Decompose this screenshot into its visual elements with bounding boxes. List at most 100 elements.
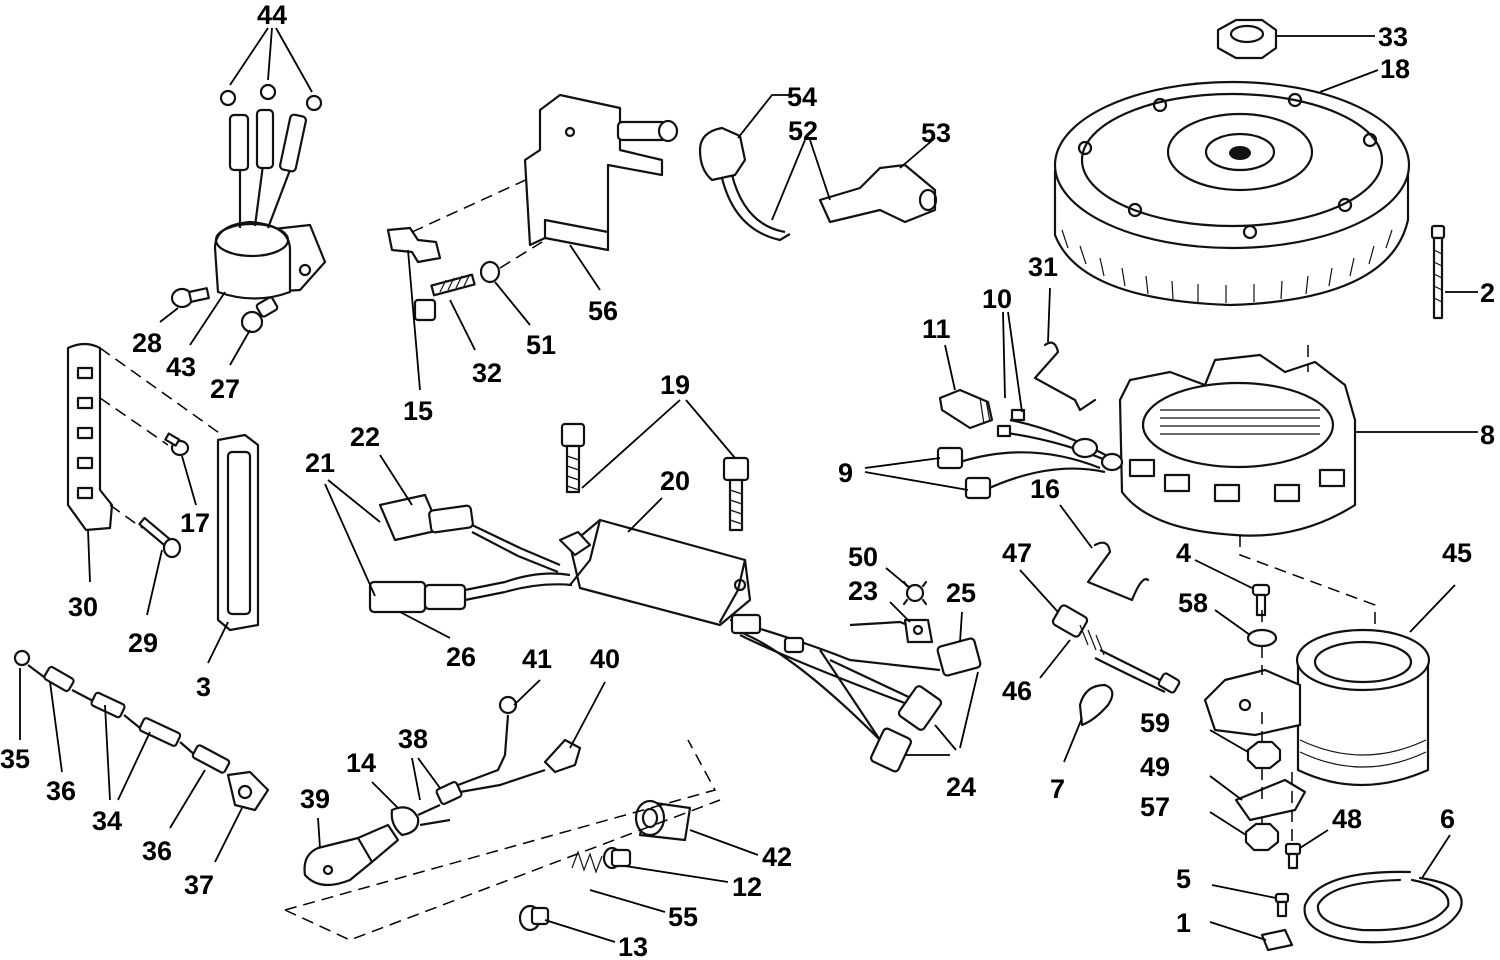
callout-26: 26	[446, 642, 476, 672]
callout-29: 29	[128, 628, 158, 658]
part-clamp-7	[1078, 683, 1114, 727]
part-screw-17	[164, 432, 190, 457]
callout-10: 10	[982, 284, 1012, 314]
callout-50: 50	[848, 542, 878, 572]
part-ring-6	[1303, 870, 1463, 944]
callout-7: 7	[1050, 774, 1065, 804]
leader-lines	[19, 27, 1478, 943]
part-clip-1	[1260, 928, 1294, 952]
callout-47: 47	[1002, 538, 1032, 568]
part-grommet-11	[938, 388, 994, 430]
part-screw-13	[518, 904, 550, 932]
callout-25: 25	[946, 578, 976, 608]
callout-27: 27	[210, 374, 240, 404]
callout-5: 5	[1176, 864, 1191, 894]
callout-58: 58	[1178, 588, 1208, 618]
callout-32: 32	[472, 358, 502, 388]
callout-15: 15	[403, 396, 433, 426]
callout-3: 3	[196, 672, 211, 702]
callout-9: 9	[838, 458, 853, 488]
callout-17: 17	[180, 508, 210, 538]
callout-8: 8	[1480, 420, 1495, 450]
callout-12: 12	[732, 872, 762, 902]
callout-49: 49	[1140, 752, 1170, 782]
part-screw-5	[1274, 892, 1290, 918]
part-coil-56	[523, 93, 679, 252]
callout-21: 21	[305, 448, 335, 478]
callout-34: 34	[92, 806, 122, 836]
callout-19: 19	[660, 370, 690, 400]
callout-11: 11	[922, 314, 951, 344]
part-nut-57	[1244, 822, 1280, 852]
part-powerpack-20	[558, 518, 752, 627]
callout-42: 42	[762, 842, 792, 872]
part-boot-54	[698, 126, 791, 242]
callout-56: 56	[588, 296, 618, 326]
callout-39: 39	[300, 784, 330, 814]
part-leads-24	[729, 613, 982, 773]
part-terminal-23	[903, 618, 934, 644]
callout-53: 53	[921, 118, 951, 148]
part-plunger-12	[602, 846, 632, 870]
callout-51: 51	[526, 330, 556, 360]
part-bushing-42	[634, 799, 692, 842]
callout-23: 23	[848, 576, 878, 606]
part-plate-49	[1234, 778, 1307, 822]
part-wire-34	[13, 649, 270, 812]
part-sensor-45	[1203, 628, 1431, 787]
callout-59: 59	[1140, 708, 1170, 738]
callout-57: 57	[1140, 792, 1170, 822]
callout-48: 48	[1332, 804, 1362, 834]
callout-44: 44	[257, 0, 287, 30]
callout-55: 55	[668, 902, 698, 932]
part-screw-4	[1251, 583, 1271, 617]
callout-4: 4	[1176, 538, 1191, 568]
part-washer-51	[479, 260, 501, 284]
part-leads-20	[504, 546, 573, 594]
callout-35: 35	[0, 744, 30, 774]
part-nut-59	[1246, 740, 1282, 770]
callout-30: 30	[68, 592, 98, 622]
assembly-dashed-lines	[99, 177, 1376, 941]
callout-18: 18	[1380, 54, 1410, 84]
part-screw-2	[1430, 224, 1446, 320]
part-stator-leads	[936, 408, 1124, 500]
callout-1: 1	[1176, 908, 1191, 938]
callout-41: 41	[522, 644, 552, 674]
part-connector-22	[378, 493, 521, 557]
callout-28: 28	[132, 328, 162, 358]
callout-40: 40	[590, 644, 620, 674]
part-bolt-19b	[722, 456, 750, 532]
callout-46: 46	[1002, 676, 1032, 706]
part-bolt-32	[413, 273, 476, 322]
callout-52: 52	[788, 116, 818, 146]
callout-16: 16	[1030, 474, 1060, 504]
part-bracket-30	[66, 342, 114, 532]
callout-6: 6	[1440, 804, 1455, 834]
part-clip-31	[1033, 341, 1097, 412]
part-screw-27	[240, 296, 279, 334]
part-flywheel-18	[1053, 80, 1411, 307]
part-solenoid-43	[213, 220, 327, 300]
callout-33: 33	[1378, 22, 1408, 52]
part-spring-16	[1086, 541, 1150, 602]
part-stator-8	[1118, 353, 1357, 537]
callout-37: 37	[184, 870, 214, 900]
callout-31: 31	[1028, 252, 1058, 282]
part-connector-26	[368, 580, 506, 614]
callout-14: 14	[346, 748, 376, 778]
part-boot-53	[818, 163, 938, 224]
callout-36-b: 36	[142, 836, 172, 866]
part-screw-29	[138, 516, 182, 559]
part-bolt-19a	[560, 422, 586, 494]
part-cover-3	[216, 433, 260, 632]
part-screw-28	[170, 287, 210, 309]
part-leads-44	[219, 83, 323, 229]
callout-43: 43	[166, 352, 196, 382]
callout-2: 2	[1480, 278, 1495, 308]
callout-45: 45	[1442, 538, 1472, 568]
callout-13: 13	[618, 932, 648, 960]
part-lead-47	[1051, 604, 1181, 694]
